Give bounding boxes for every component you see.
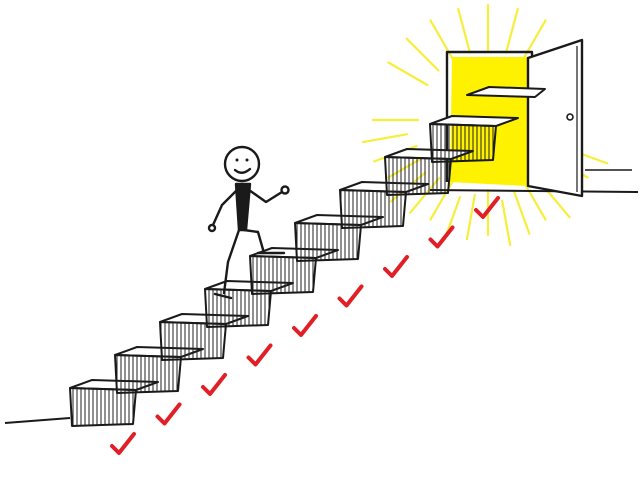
figure-leg-front — [242, 228, 266, 255]
stair-riser — [429, 123, 497, 163]
light-ray — [405, 37, 440, 72]
figure-eye-right — [245, 158, 249, 162]
stair-landing — [466, 86, 546, 98]
light-ray — [387, 61, 429, 87]
door-knob-icon — [566, 113, 574, 121]
checkmark-icon — [246, 343, 273, 367]
stair-riser — [249, 255, 317, 295]
light-ray — [457, 7, 471, 54]
figure-body — [234, 182, 252, 232]
figure-hand-front — [280, 185, 290, 195]
light-ray — [361, 133, 409, 144]
checkmark-icon — [474, 196, 500, 219]
figure-hand-back — [207, 223, 217, 233]
figure-head — [223, 145, 261, 183]
figure-leg-back — [222, 228, 241, 295]
figure-smile — [233, 167, 252, 174]
stair-riser — [294, 222, 362, 262]
figure-arm-back — [211, 188, 239, 227]
stair-riser — [204, 288, 272, 328]
figure-foot-back — [213, 292, 233, 300]
stair-riser — [69, 387, 137, 427]
light-ray — [501, 199, 512, 247]
stair-riser — [114, 354, 182, 394]
light-ray — [429, 19, 455, 61]
stair-riser — [159, 321, 227, 361]
stick-figure — [207, 145, 290, 300]
checkmark-icon — [428, 225, 455, 249]
ground-line-right — [429, 189, 639, 193]
light-ray — [512, 190, 531, 235]
light-ray — [465, 193, 476, 241]
checkmark-icon — [155, 402, 182, 426]
checkmarks — [110, 196, 500, 455]
figure-eye-left — [235, 158, 239, 162]
checkmark-icon — [201, 373, 227, 396]
checkmark-icon — [337, 284, 364, 308]
checkmark-icon — [110, 432, 136, 455]
stair-riser — [339, 189, 407, 229]
light-ray — [505, 7, 519, 54]
door-leaf — [526, 38, 584, 198]
light-ray — [521, 179, 547, 221]
checkmark-icon — [383, 255, 409, 278]
checkmark-icon — [292, 314, 318, 337]
figure-arm-front — [247, 188, 284, 204]
staircase — [69, 86, 546, 427]
ground-line-left — [4, 417, 71, 424]
stair-riser — [384, 156, 452, 196]
